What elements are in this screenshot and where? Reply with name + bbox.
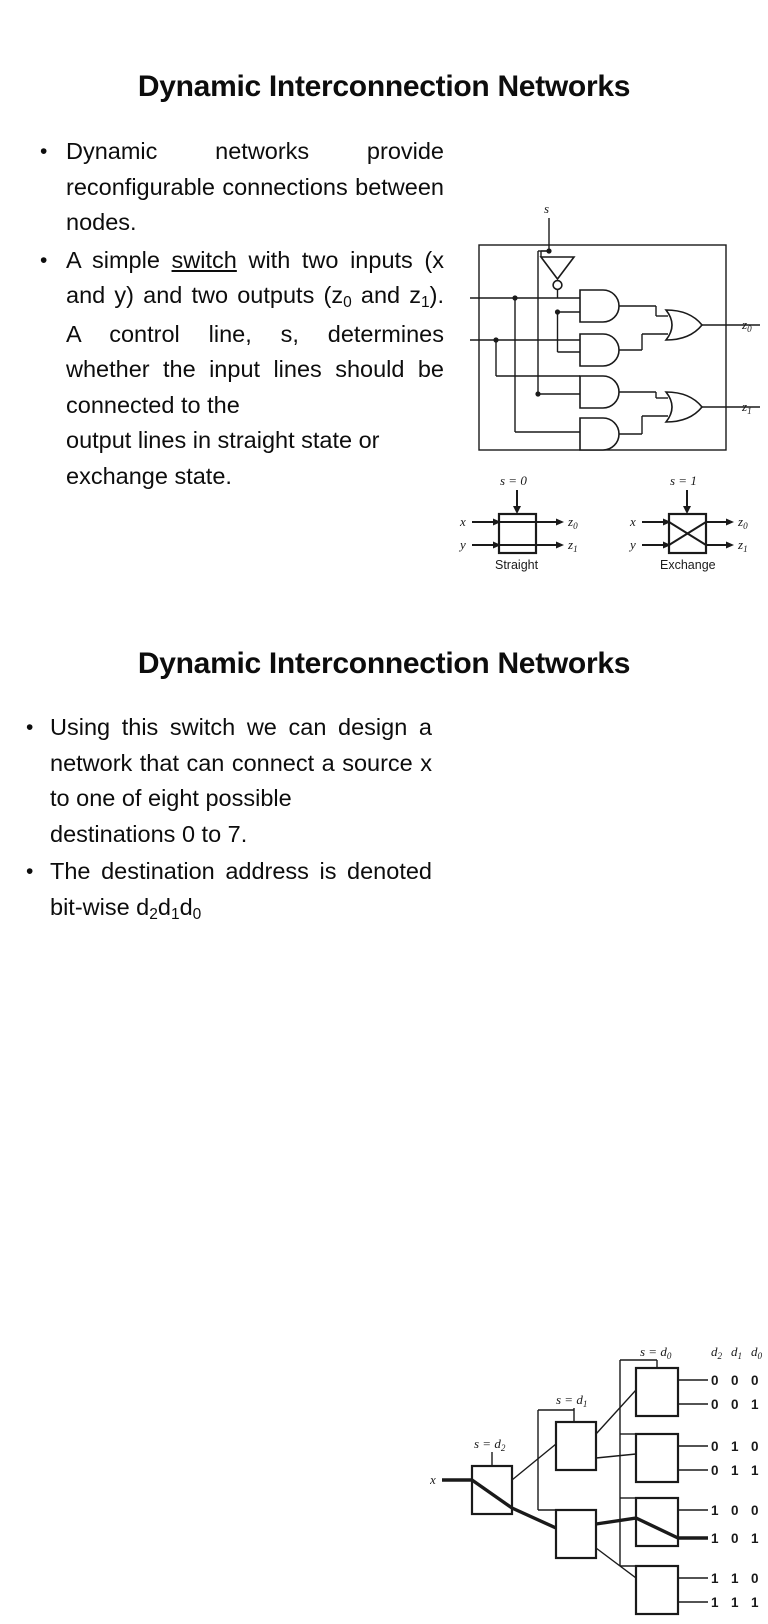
svg-text:1: 1 [751, 1397, 759, 1412]
svg-text:0: 0 [731, 1531, 739, 1546]
svg-text:0: 0 [731, 1503, 739, 1518]
subscript-d0: 0 [192, 905, 202, 923]
svg-text:1: 1 [711, 1531, 719, 1546]
exchange-input-label-x: x [629, 514, 636, 529]
switch-stage3-a [634, 1366, 680, 1418]
svg-text:0: 0 [711, 1373, 719, 1388]
svg-text:0: 0 [711, 1463, 719, 1478]
page-title: Dynamic Interconnection Networks [137, 647, 631, 681]
bullet-text-part-a: A simple [66, 246, 172, 273]
switch-stage3-b [634, 1432, 680, 1484]
bullet-text-part-d: ). A control line, s, determines whether… [66, 282, 444, 418]
bullet-text: A simple switch with two inputs (x and y… [66, 243, 444, 495]
svg-text:1: 1 [751, 1463, 759, 1478]
dest-header-d0: d0 [751, 1344, 763, 1361]
svg-text:1: 1 [711, 1595, 719, 1610]
svg-text:1: 1 [751, 1595, 759, 1610]
list-item: • A simple switch with two inputs (x and… [40, 243, 444, 495]
bullet-text: Using this switch we can design a networ… [50, 710, 432, 852]
svg-text:1: 1 [731, 1571, 739, 1586]
svg-text:1: 1 [711, 1571, 719, 1586]
svg-text:0: 0 [751, 1439, 759, 1454]
bullet-marker: • [40, 248, 48, 272]
slide-2: Dynamic Interconnection Networks • Using… [0, 600, 768, 1616]
list-item: • Dynamic networks provide reconfigurabl… [40, 134, 444, 241]
tree-network-diagram: s = d2 s = d1 s = d0 x [430, 1338, 768, 1624]
stage-label-d0: s = d0 [640, 1344, 672, 1361]
bullet-text-main: Using this switch we can design a networ… [50, 714, 432, 811]
subscript-d2: 2 [149, 905, 158, 923]
output-label-z0: z0 [741, 317, 752, 334]
straight-output-label-z0: z0 [567, 514, 578, 531]
switch-stage3-d [634, 1564, 680, 1616]
switch-stage2-upper [554, 1420, 598, 1472]
output-label-z1: z1 [741, 399, 752, 416]
bullet-text: Dynamic networks provide reconfigurable … [66, 138, 444, 235]
dest-header-d1: d1 [731, 1344, 742, 1361]
svg-text:0: 0 [731, 1373, 739, 1388]
stage-label-d1: s = d1 [556, 1392, 587, 1409]
straight-control-label: s = 0 [500, 473, 527, 488]
bullet-marker: • [26, 860, 34, 883]
svg-text:1: 1 [731, 1463, 739, 1478]
exchange-output-label-z1: z1 [737, 537, 748, 554]
straight-output-label-z1: z1 [567, 537, 578, 554]
list-item: • Using this switch we can design a netw… [26, 710, 432, 852]
bullet-text-part-b: with two inputs (x and y) and two output… [66, 246, 445, 309]
slide-2-body: • Using this switch we can design a netw… [26, 710, 432, 930]
svg-text:1: 1 [731, 1595, 739, 1610]
subscript-d1: 1 [170, 905, 180, 923]
exchange-control-label: s = 1 [670, 473, 697, 488]
bullet-text-part-c: and z [351, 282, 422, 308]
subscript-z0: 0 [343, 294, 352, 312]
exchange-output-label-z0: z0 [737, 514, 748, 531]
exchange-input-label-y: y [628, 537, 636, 552]
bullet-text-underlined-switch: switch [171, 246, 237, 273]
bullet-text: The destination address is denoted bit-w… [50, 854, 432, 928]
bullet-text-part-a: The destination address is denoted bit-w… [50, 858, 432, 920]
svg-text:0: 0 [731, 1397, 739, 1412]
source-label-x: x [430, 1472, 436, 1487]
svg-text:0: 0 [751, 1503, 759, 1518]
bullet-marker: • [40, 140, 48, 163]
bullet-text-part-c: d [179, 893, 193, 920]
subscript-z1: 1 [421, 294, 430, 312]
page-title: Dynamic Interconnection Networks [137, 70, 631, 104]
dest-header-d2: d2 [711, 1344, 723, 1361]
control-label-s: s [544, 201, 549, 216]
slide-1-body: • Dynamic networks provide reconfigurabl… [40, 134, 444, 496]
slide-1: Dynamic Interconnection Networks • Dynam… [0, 0, 768, 600]
switch-stage2-lower [554, 1508, 598, 1560]
stage-label-d2: s = d2 [474, 1436, 506, 1453]
svg-text:0: 0 [751, 1571, 759, 1586]
straight-caption: Straight [495, 558, 539, 572]
svg-text:0: 0 [711, 1439, 719, 1454]
svg-text:0: 0 [711, 1397, 719, 1412]
straight-input-label-x: x [459, 514, 466, 529]
bullet-text-part-b: d [157, 893, 171, 920]
svg-text:1: 1 [731, 1439, 739, 1454]
svg-text:1: 1 [751, 1531, 759, 1546]
svg-text:0: 0 [751, 1373, 759, 1388]
switch-stage1 [470, 1464, 514, 1516]
exchange-caption: Exchange [660, 558, 716, 572]
switch-states-diagram: s = 0 x y z0 z1 Straight s = 1 [455, 472, 765, 577]
straight-input-label-y: y [458, 537, 466, 552]
bullet-marker: • [26, 716, 34, 739]
list-item: • The destination address is denoted bit… [26, 854, 432, 928]
bullet-text-last-line: destinations 0 to 7. [50, 820, 248, 847]
svg-text:1: 1 [711, 1503, 719, 1518]
bullet-text-last-line: output lines in straight state or exchan… [66, 427, 380, 489]
switch-circuit-diagram: s x y z0 z1 [470, 200, 760, 470]
